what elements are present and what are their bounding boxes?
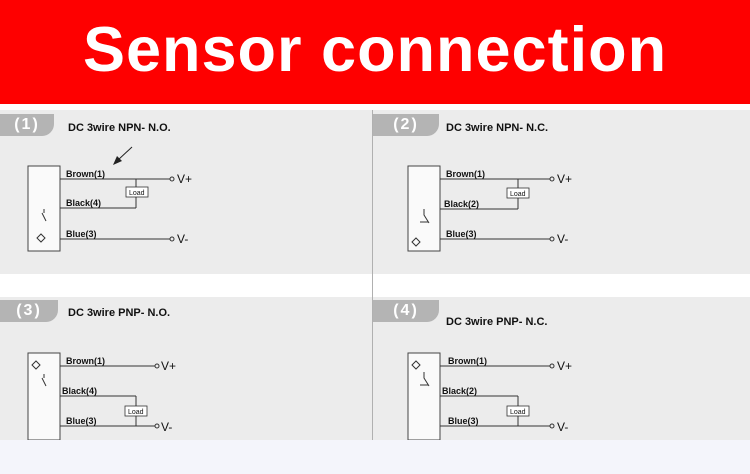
terminal-neg (154, 423, 160, 429)
panel-4-title: DC 3wire PNP- N.C. (446, 316, 548, 328)
wire-black-label: Black(4) (62, 386, 97, 396)
diode-symbol-icon (31, 360, 41, 370)
panel-3-title: DC 3wire PNP- N.O. (68, 307, 171, 319)
vminus-label: V- (161, 420, 172, 434)
terminal-pos (154, 363, 160, 369)
wire-blue-label: Blue(3) (448, 416, 479, 426)
panel-1 (0, 110, 372, 274)
diode-symbol-icon (36, 233, 46, 243)
vplus-label: V+ (557, 172, 572, 186)
vplus-label: V+ (161, 359, 176, 373)
wire-blue-label: Blue(3) (446, 229, 477, 239)
sensor-body (27, 165, 61, 252)
diagram-pnp-no: Load Brown(1) Black(4) Blue(3) V+ V- (27, 352, 176, 441)
switch-symbol (420, 372, 430, 387)
terminal-pos (169, 176, 175, 182)
panel-2-index: (2) (373, 114, 439, 136)
panel-1-index: (1) (0, 114, 54, 136)
vminus-label: V- (557, 232, 568, 246)
load-box (506, 187, 530, 199)
page-title: Sensor connection (82, 15, 668, 85)
terminal-pos (549, 176, 555, 182)
switch-symbol (420, 209, 430, 224)
panel-4-index: (4) (373, 300, 439, 322)
diode-symbol-icon (411, 360, 421, 370)
vplus-label: V+ (557, 359, 572, 373)
vplus-label: V+ (177, 172, 192, 186)
terminal-neg (169, 236, 175, 242)
wire-blue-label: Blue(3) (66, 229, 97, 239)
diagram-pnp-nc: Load Brown(1) Black(2) Blue(3) V+ V- (407, 352, 572, 441)
load-box (506, 405, 530, 417)
panel-divider (372, 110, 373, 440)
panel-1-title: DC 3wire NPN- N.O. (68, 122, 171, 134)
wire-brown-label: Brown(1) (66, 356, 105, 366)
wire-black-label: Black(2) (444, 199, 479, 209)
panel-2-title: DC 3wire NPN- N.C. (446, 122, 549, 134)
terminal-neg (549, 423, 555, 429)
arrow-icon (117, 146, 133, 161)
switch-symbol (41, 209, 47, 222)
load-label: Load (128, 409, 144, 416)
diagram-npn-nc: Load Brown(1) Black(2) Blue(3) V+ V- (407, 165, 572, 252)
switch-symbol (41, 374, 47, 387)
sensor-body (407, 165, 441, 252)
sensor-body (27, 352, 61, 441)
diagram-npn-no: Load Brown(1) Black(4) Blue(3) V+ V- (27, 146, 192, 252)
diode-symbol-icon (411, 237, 421, 247)
terminal-pos (549, 363, 555, 369)
wire-blue-label: Blue(3) (66, 416, 97, 426)
wire-brown-label: Brown(1) (448, 356, 487, 366)
sensor-body (407, 352, 441, 441)
load-label: Load (510, 409, 526, 416)
load-box (124, 405, 148, 417)
wire-brown-label: Brown(1) (66, 169, 105, 179)
load-label: Load (510, 191, 526, 198)
panel-3-index: (3) (0, 300, 58, 322)
load-box (125, 186, 149, 198)
wire-black-label: Black(4) (66, 198, 101, 208)
footer-strip (0, 440, 750, 474)
vminus-label: V- (557, 420, 568, 434)
wire-brown-label: Brown(1) (446, 169, 485, 179)
wire-black-label: Black(2) (442, 386, 477, 396)
vminus-label: V- (177, 232, 188, 246)
load-label: Load (129, 190, 145, 197)
terminal-neg (549, 236, 555, 242)
panel-3 (0, 297, 372, 440)
header-banner: Sensor connection (0, 0, 750, 104)
